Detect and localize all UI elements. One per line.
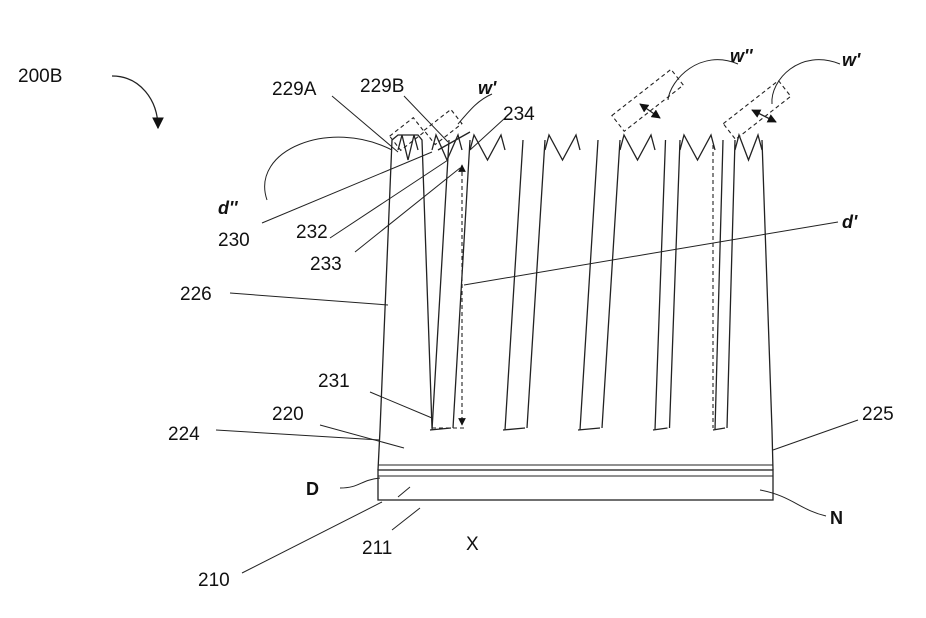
leader-231 xyxy=(370,392,432,418)
fin-tip-3 xyxy=(470,135,505,160)
label-210: 210 xyxy=(198,570,230,591)
label-231: 231 xyxy=(318,371,350,392)
label-N: N xyxy=(830,508,843,528)
leader-210 xyxy=(242,502,382,573)
label-w2: w'' xyxy=(730,46,753,66)
leader-211 xyxy=(392,508,420,530)
fin-tip-4 xyxy=(545,135,580,160)
fin-tip-5 xyxy=(620,135,655,160)
label-D: D xyxy=(306,479,319,499)
label-X: X xyxy=(466,534,479,555)
fin-tip-group xyxy=(398,135,762,160)
figure-id-arrow xyxy=(112,76,158,128)
label-d1: d' xyxy=(842,212,858,232)
w1-arrow xyxy=(438,132,470,150)
leader-226 xyxy=(230,293,388,305)
leader-D xyxy=(340,478,380,488)
trench-4 xyxy=(653,140,680,430)
leader-220 xyxy=(320,425,404,448)
label-230: 230 xyxy=(218,230,250,251)
region-w2 xyxy=(612,69,683,131)
leader-211b xyxy=(398,487,410,497)
label-w1: w' xyxy=(478,78,497,98)
trench-5 xyxy=(713,140,735,430)
region-w3 xyxy=(723,81,790,140)
label-w3: w' xyxy=(842,50,861,70)
trench-group xyxy=(430,140,735,430)
leader-w1 xyxy=(458,94,492,124)
leader-d2 xyxy=(265,137,392,200)
fin-226 xyxy=(378,135,432,470)
region-229A xyxy=(390,118,425,151)
leader-229A xyxy=(332,96,398,152)
label-226: 226 xyxy=(180,284,212,305)
fin-tip-7 xyxy=(735,135,762,160)
fin-right-edge xyxy=(762,140,773,470)
label-229A: 229A xyxy=(272,79,317,100)
leader-234 xyxy=(470,118,505,150)
w3-arrow xyxy=(752,110,776,122)
substrate-211 xyxy=(378,470,773,500)
label-211: 211 xyxy=(362,538,392,559)
figure-id-label: 200B xyxy=(18,66,62,87)
fin-tip-6 xyxy=(680,135,715,160)
label-234: 234 xyxy=(503,104,535,125)
leader-225 xyxy=(773,420,858,450)
label-233: 233 xyxy=(310,254,342,275)
trench-2 xyxy=(503,140,545,430)
label-229B: 229B xyxy=(360,76,404,97)
label-232: 232 xyxy=(296,222,328,243)
trench-3 xyxy=(578,140,620,430)
label-d2: d'' xyxy=(218,198,238,218)
label-225: 225 xyxy=(862,404,894,425)
label-224: 224 xyxy=(168,424,200,445)
label-220: 220 xyxy=(272,404,304,425)
leader-w3 xyxy=(772,60,840,104)
leader-d1 xyxy=(464,222,838,285)
leader-N xyxy=(760,490,826,516)
